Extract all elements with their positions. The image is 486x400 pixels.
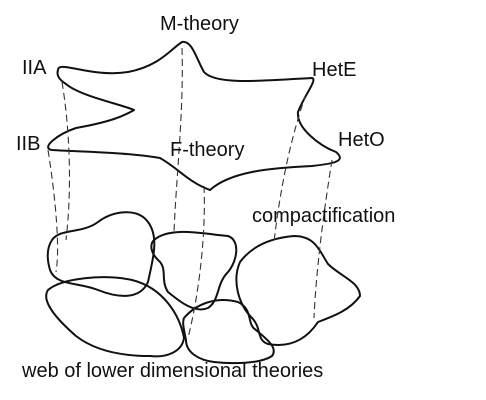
lower-blob-left-bottom [45,276,185,358]
projection-line [61,81,71,241]
projection-line [47,149,59,273]
label-f-theory: F-theory [170,139,244,161]
label-m-theory: M-theory [160,13,239,35]
lower-blob-left-top [46,211,156,297]
label-heto: HetO [338,129,385,151]
label-iia: IIA [22,57,47,79]
label-hete: HetE [312,59,356,81]
projection-line [273,93,307,243]
projection-line [187,185,205,339]
lower-blob-right [235,235,361,346]
label-compactification: compactification [252,205,395,227]
lower-blob-center [150,230,238,311]
m-theory-moduli-star [47,40,341,191]
label-lower-dimensional-theories: web of lower dimensional theories [21,360,323,382]
label-iib: IIB [16,133,40,155]
lower-blob-bottom-center [182,299,275,365]
projection-line [313,159,333,319]
projection-line [173,47,183,233]
